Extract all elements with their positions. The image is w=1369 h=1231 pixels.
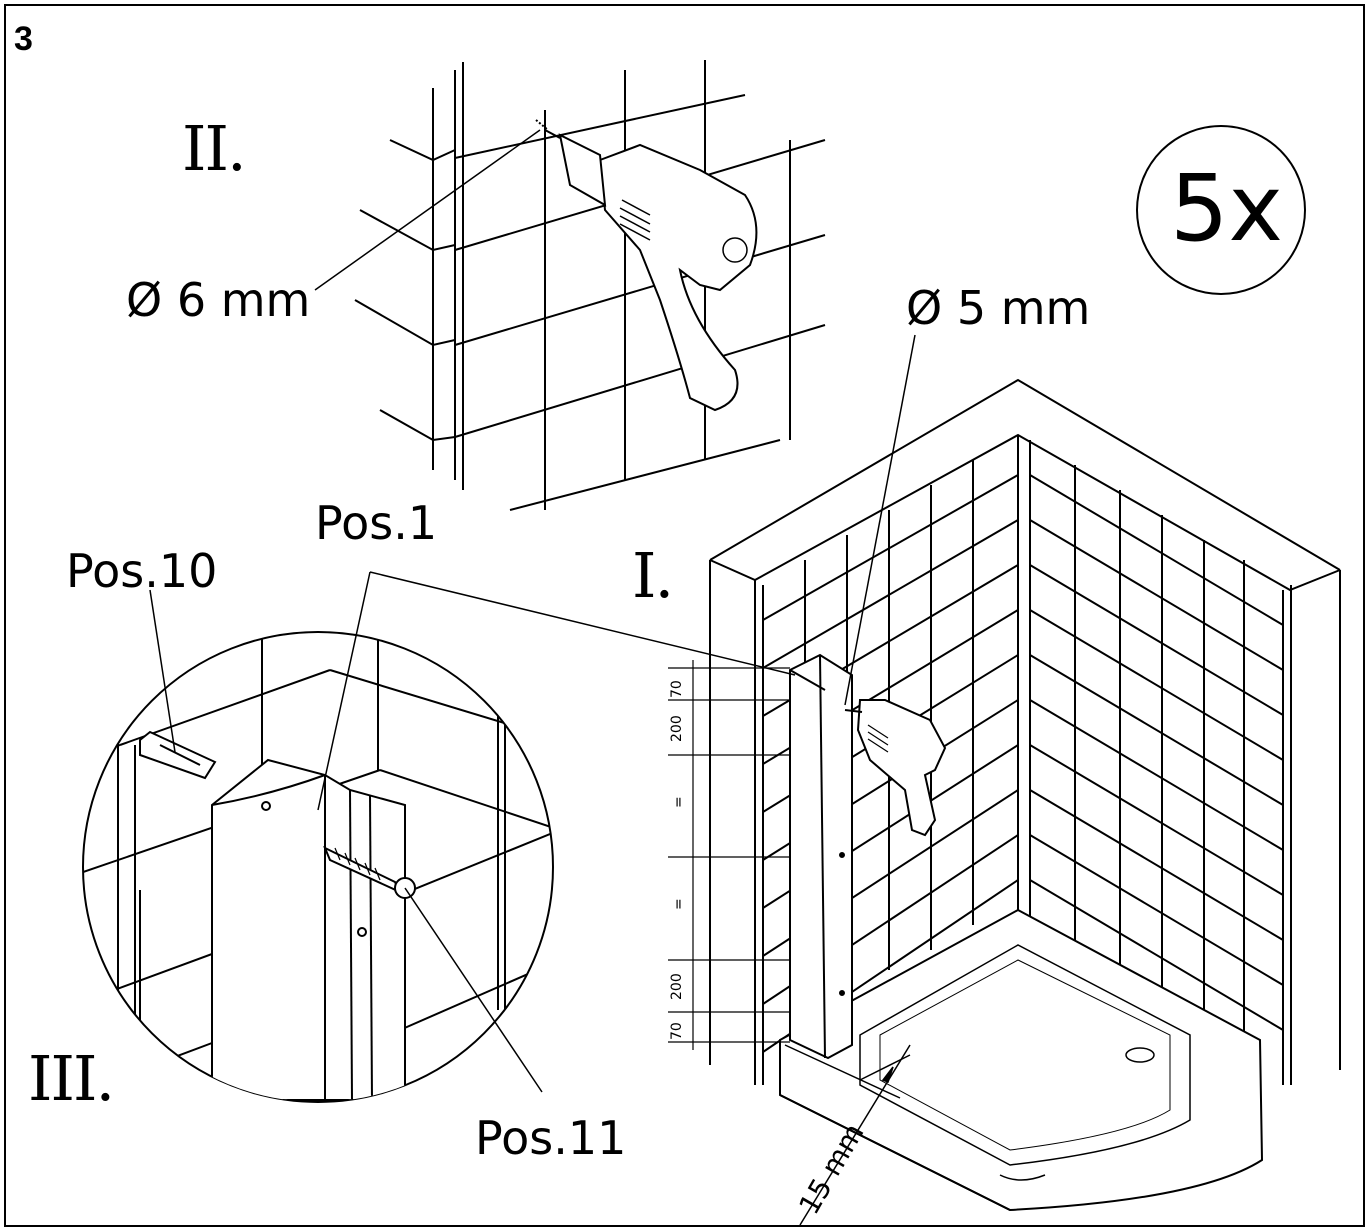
leader-pos10 [149,589,176,753]
step-label-i: I. [632,539,674,612]
gap-dimension [784,1044,911,1226]
multiplier-label: 5x [1170,155,1283,262]
drill-small [844,699,947,837]
multiplier-circle [1136,125,1306,295]
page-border [4,4,1365,1227]
dim-equal-1: = [671,796,687,808]
drill-top [535,119,758,412]
leader-pos1-detail [317,571,371,811]
dim-bottom-spacing: 200 [669,973,685,1000]
dimension-chain [668,660,790,1050]
leader-pos11 [404,887,543,1093]
dim-bottom-offset: 70 [669,1022,685,1040]
part-label-pos11: Pos.11 [475,1111,627,1165]
shower-tray [779,908,1264,1212]
part-label-pos1: Pos.1 [315,496,438,550]
drill-size-profile: Ø 5 mm [906,281,1091,335]
drill-size-wall: Ø 6 mm [126,273,311,327]
dim-top-offset: 70 [669,680,685,698]
leader-5mm [844,334,916,706]
step-number: 3 [14,20,33,58]
dim-equal-2: = [671,898,687,910]
leader-6mm [314,129,541,291]
dim-top-spacing: 200 [669,715,685,742]
step-label-iii: III. [28,1042,115,1115]
step-label-ii: II. [182,112,247,185]
part-label-pos10: Pos.10 [66,544,218,598]
wall-tiles-top [354,60,826,511]
wall-profile [789,653,853,1060]
leader-pos1-profile [369,571,796,676]
